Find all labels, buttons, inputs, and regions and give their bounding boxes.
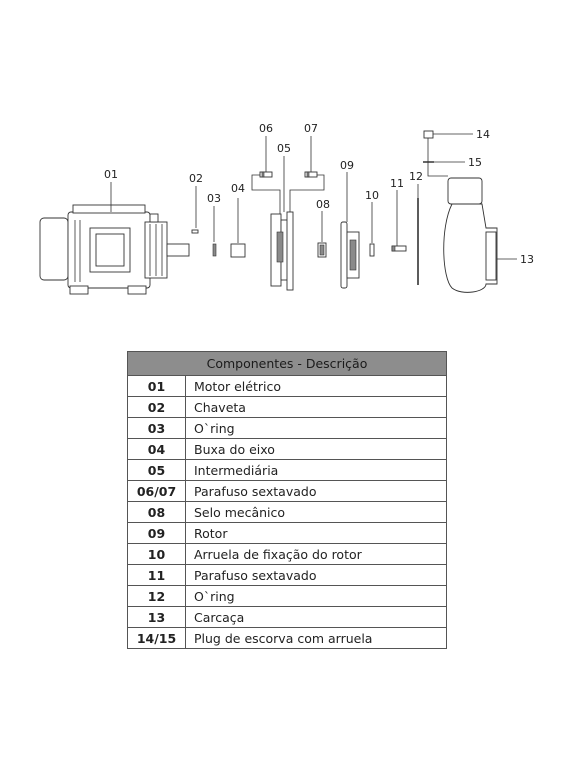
callout-12: 12 (409, 170, 423, 183)
row-code: 04 (127, 438, 186, 460)
row-desc: Carcaça (185, 606, 447, 628)
callout-06: 06 (259, 122, 273, 135)
row-code: 01 (127, 375, 186, 397)
row-desc: O`ring (185, 585, 447, 607)
exploded-pump-diagram: 01 02 03 04 05 06 07 08 09 10 11 12 13 1… (39, 122, 534, 295)
callout-11: 11 (390, 177, 404, 190)
callout-14: 14 (476, 128, 490, 141)
part-bolts-06-07 (259, 171, 318, 178)
part-oring-03 (212, 243, 217, 257)
row-code: 02 (127, 396, 186, 418)
row-code: 03 (127, 417, 186, 439)
part-key (191, 229, 199, 234)
callout-09: 09 (340, 159, 354, 172)
callout-10: 10 (365, 189, 379, 202)
callout-13: 13 (520, 253, 534, 266)
row-code: 06/07 (127, 480, 186, 502)
part-washer (369, 243, 375, 257)
part-bushing (230, 243, 246, 258)
part-mechanical-seal (317, 242, 327, 258)
row-desc: Intermediária (185, 459, 447, 481)
row-desc: Parafuso sextavado (185, 564, 447, 586)
row-desc: Buxa do eixo (185, 438, 447, 460)
callout-15: 15 (468, 156, 482, 169)
row-desc: Parafuso sextavado (185, 480, 447, 502)
table-header-row: Componentes - Descrição (127, 351, 447, 376)
row-code: 08 (127, 501, 186, 523)
row-desc: Arruela de fixação do rotor (185, 543, 447, 565)
row-desc: O`ring (185, 417, 447, 439)
callout-08: 08 (316, 198, 330, 211)
row-code: 14/15 (127, 627, 186, 649)
part-motor (39, 204, 190, 295)
callout-04: 04 (231, 182, 245, 195)
row-code: 11 (127, 564, 186, 586)
row-code: 12 (127, 585, 186, 607)
callout-05: 05 (277, 142, 291, 155)
row-code: 10 (127, 543, 186, 565)
row-desc: Rotor (185, 522, 447, 544)
part-plug (423, 130, 434, 163)
row-desc: Selo mecânico (185, 501, 447, 523)
row-code: 09 (127, 522, 186, 544)
callout-01: 01 (104, 168, 118, 181)
row-code: 05 (127, 459, 186, 481)
part-bolt-11 (391, 245, 407, 252)
callout-07: 07 (304, 122, 318, 135)
row-desc: Plug de escorva com arruela (185, 627, 447, 649)
callout-02: 02 (189, 172, 203, 185)
part-casing (443, 177, 498, 293)
row-desc: Chaveta (185, 396, 447, 418)
row-code: 13 (127, 606, 186, 628)
part-impeller (340, 221, 360, 289)
part-intermediate (270, 211, 294, 291)
row-desc: Motor elétrico (185, 375, 447, 397)
table-header: Componentes - Descrição (127, 351, 447, 376)
callout-03: 03 (207, 192, 221, 205)
leader-lines (110, 133, 517, 260)
